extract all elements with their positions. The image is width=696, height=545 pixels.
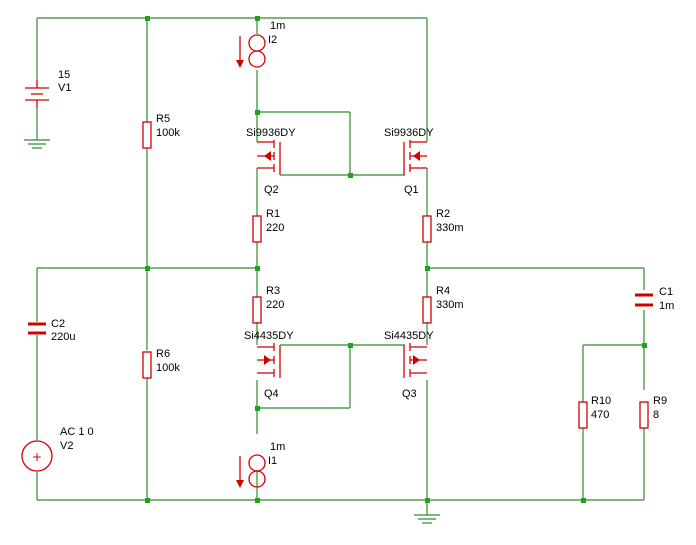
c2-value: 220u [51, 331, 75, 343]
r10-ref: R10 [591, 395, 611, 407]
r2-ref: R2 [436, 208, 450, 220]
i2-value: 1m [270, 20, 285, 32]
mosfet-q2[interactable] [257, 140, 281, 175]
capacitor-c1[interactable] [635, 293, 653, 307]
q1-model: Si9936DY [384, 127, 434, 139]
r9-ref: R9 [653, 395, 667, 407]
q4-ref: Q4 [264, 388, 279, 400]
r10-value: 470 [591, 409, 609, 421]
r5-value: 100k [156, 127, 180, 139]
c2-ref: C2 [51, 318, 65, 330]
q2-ref: Q2 [264, 184, 279, 196]
resistor-r1[interactable] [252, 215, 262, 243]
current-source-i2[interactable] [236, 34, 266, 68]
q1-ref: Q1 [404, 184, 419, 196]
ac-source-v2[interactable]: + [21, 440, 53, 472]
mosfet-q4[interactable] [257, 343, 281, 378]
resistor-r9[interactable] [639, 401, 649, 429]
r6-value: 100k [156, 362, 180, 374]
resistor-r4[interactable] [422, 296, 432, 324]
i1-value: 1m [270, 441, 285, 453]
ground-symbol-v1 [24, 139, 50, 149]
resistor-r3[interactable] [252, 296, 262, 324]
c1-ref: C1 [659, 286, 673, 298]
ground-symbol-main [414, 514, 440, 524]
v1-ref: V1 [58, 82, 71, 94]
r2-value: 330m [436, 222, 464, 234]
mosfet-q3[interactable] [403, 343, 427, 378]
r3-value: 220 [266, 299, 284, 311]
v2-ref: V2 [60, 440, 73, 452]
battery-v1[interactable] [25, 80, 49, 108]
current-source-i1[interactable] [236, 454, 266, 488]
q3-ref: Q3 [402, 388, 417, 400]
i1-ref: I1 [268, 455, 277, 467]
r1-ref: R1 [266, 208, 280, 220]
wires [36, 17, 645, 515]
capacitor-c2[interactable] [28, 322, 46, 335]
r6-ref: R6 [156, 348, 170, 360]
c1-value: 1m [659, 300, 674, 312]
r9-value: 8 [653, 409, 659, 421]
q2-model: Si9936DY [246, 127, 296, 139]
v1-value: 15 [58, 69, 70, 81]
mosfet-q1[interactable] [403, 140, 427, 175]
r4-ref: R4 [436, 285, 450, 297]
q3-model: Si4435DY [384, 330, 434, 342]
q4-model: Si4435DY [244, 330, 294, 342]
r1-value: 220 [266, 222, 284, 234]
r4-value: 330m [436, 299, 464, 311]
r5-ref: R5 [156, 113, 170, 125]
resistor-r6[interactable] [142, 351, 152, 379]
i2-ref: I2 [268, 34, 277, 46]
r3-ref: R3 [266, 285, 280, 297]
resistor-r10[interactable] [578, 401, 588, 429]
junction-dots [145, 16, 647, 503]
v2-value: AC 1 0 [60, 426, 94, 438]
resistor-r2[interactable] [422, 215, 432, 243]
svg-text:+: + [32, 450, 42, 464]
resistor-r5[interactable] [142, 121, 152, 149]
